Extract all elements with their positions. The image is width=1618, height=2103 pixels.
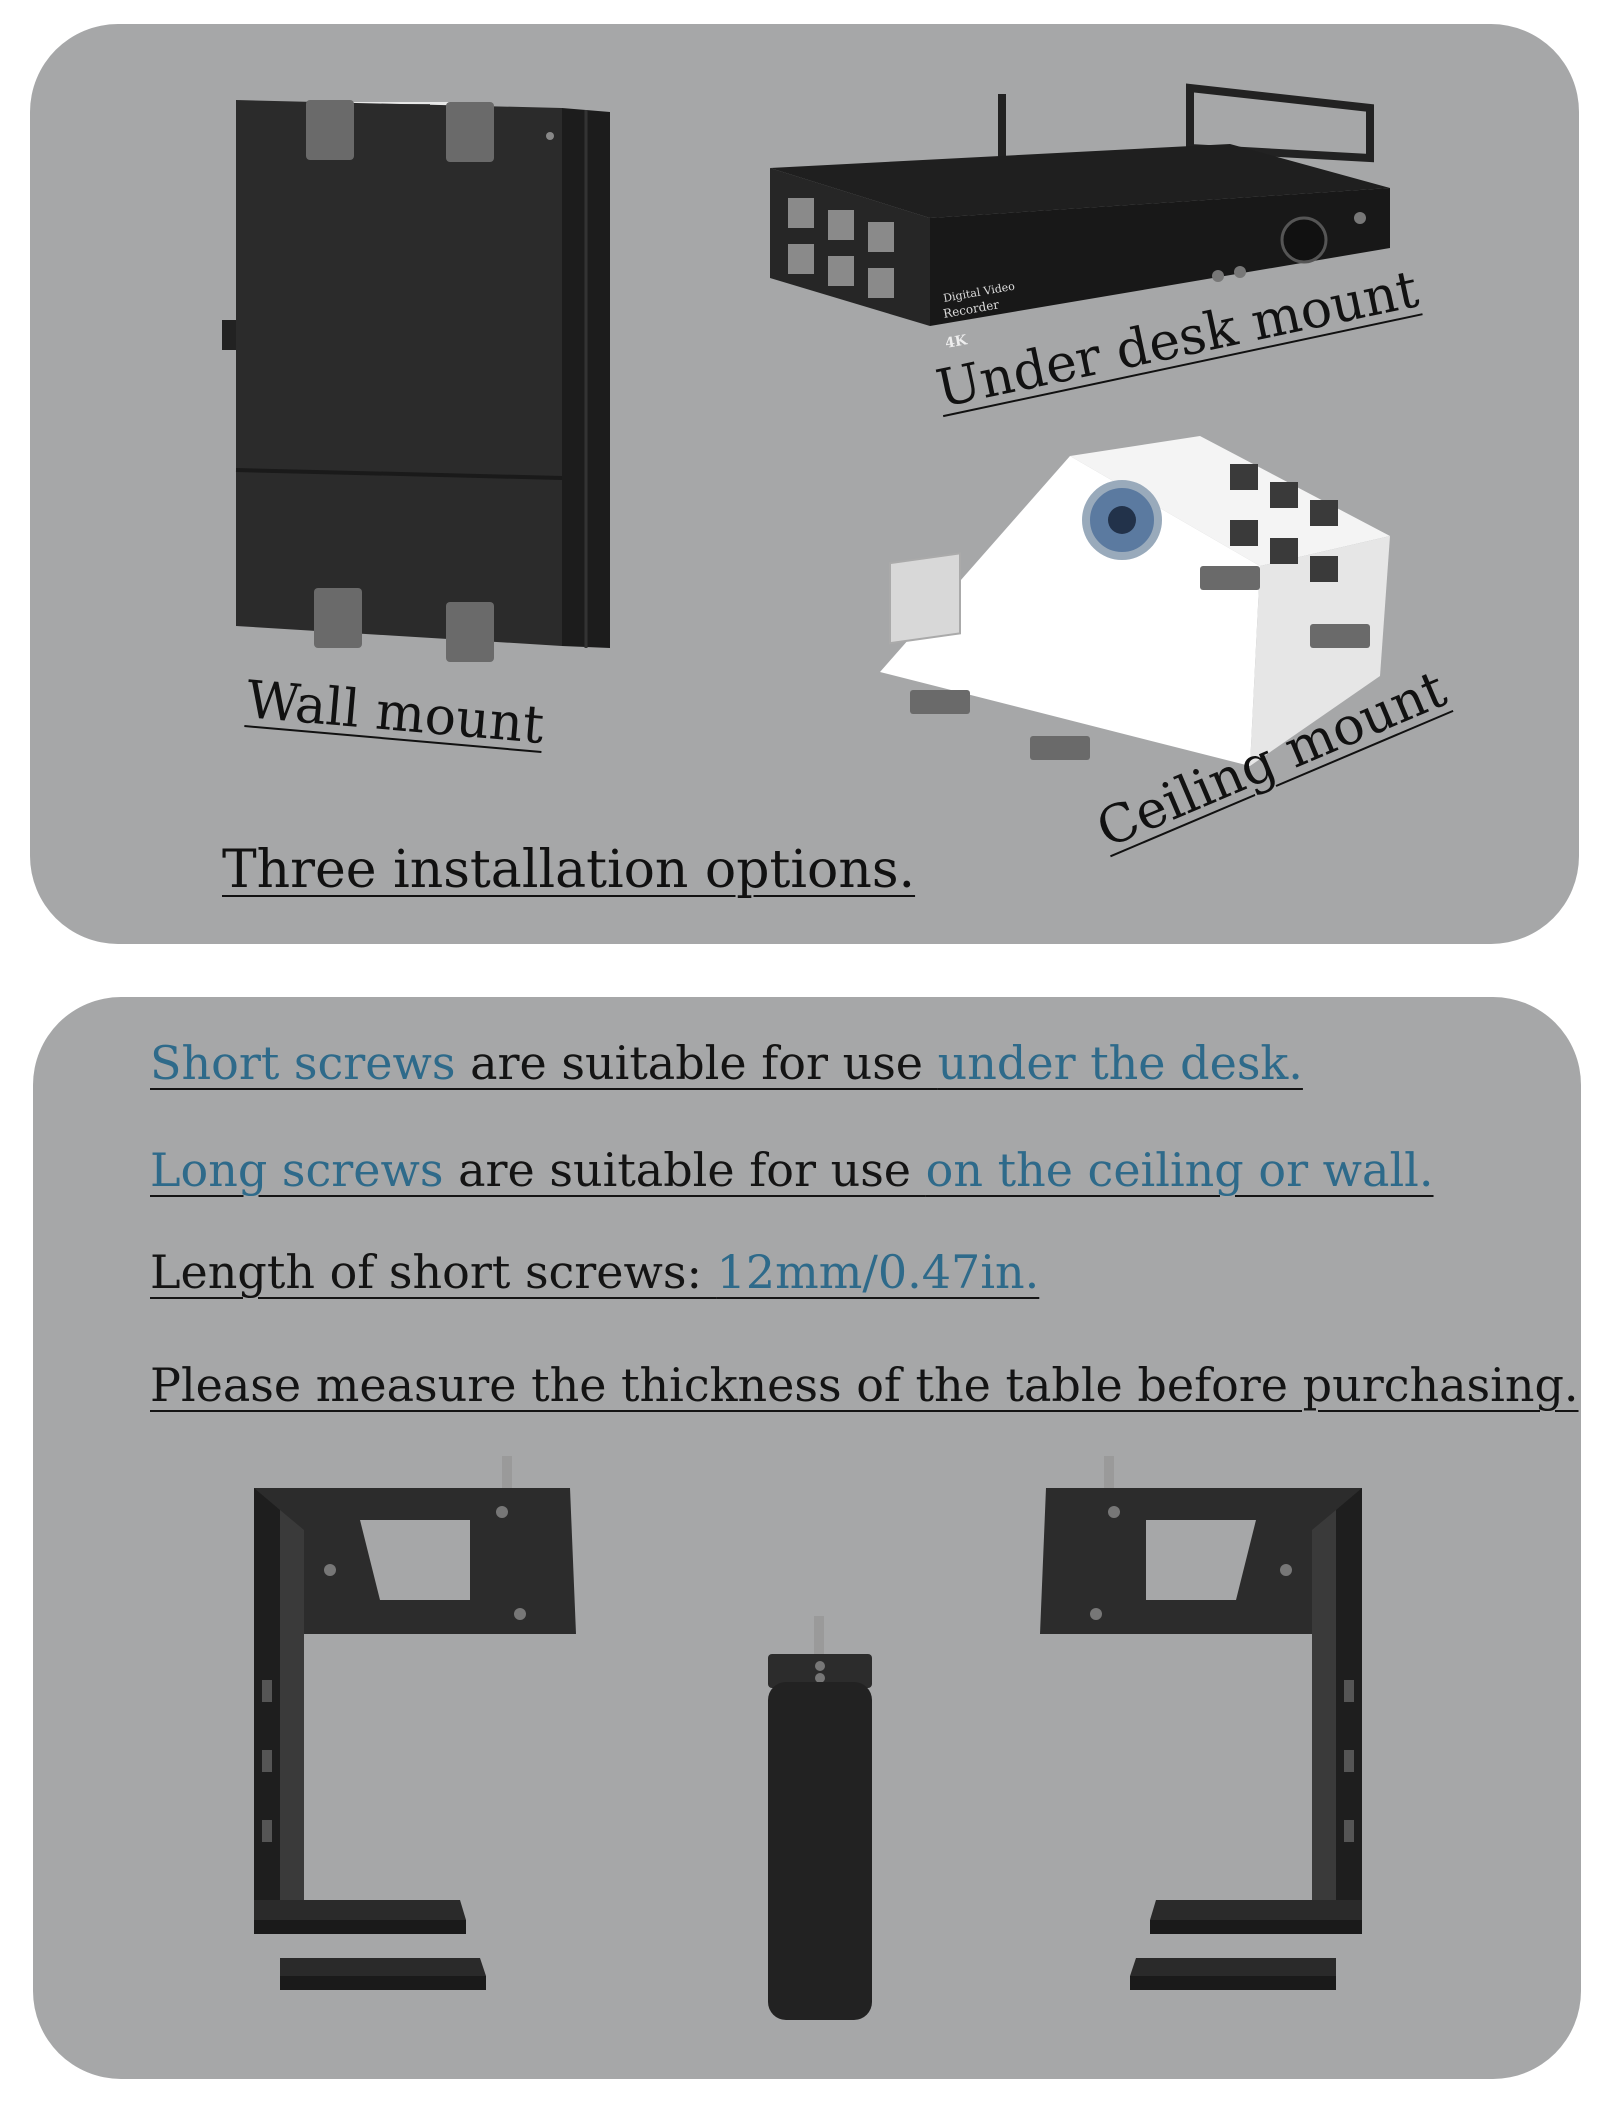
long-screws-usage: on the ceiling or wall.	[925, 1143, 1434, 1197]
ceiling-mount-illustration	[880, 436, 1390, 766]
screw-length-value: 12mm/0.47in.	[716, 1245, 1040, 1299]
short-screws-middle: are suitable for use	[455, 1036, 938, 1090]
dvr-badge-4k: 4K	[944, 332, 969, 352]
long-screws-term: Long screws	[150, 1143, 444, 1197]
screw-length-label: Length of short screws:	[150, 1245, 717, 1299]
short-screws-term: Short screws	[150, 1036, 456, 1090]
long-screw-strap-illustration	[768, 1616, 872, 2020]
screw-length-line: Length of short screws: 12mm/0.47in.	[150, 1245, 1039, 1299]
measure-table-text: Please measure the thickness of the tabl…	[150, 1358, 1579, 1412]
short-screws-line: Short screws are suitable for use under …	[150, 1036, 1303, 1090]
installation-options-caption: Three installation options.	[222, 840, 916, 900]
long-screws-line: Long screws are suitable for use on the …	[150, 1143, 1434, 1197]
under-desk-mount-illustration: Digital Video Recorder 4K	[770, 83, 1390, 352]
left-bracket-illustration	[254, 1456, 576, 1990]
measure-table-note: Please measure the thickness of the tabl…	[150, 1358, 1579, 1412]
right-bracket-illustration	[1040, 1456, 1362, 1990]
wall-mount-illustration	[222, 100, 610, 662]
short-screws-usage: under the desk.	[937, 1036, 1303, 1090]
long-screws-middle: are suitable for use	[443, 1143, 926, 1197]
